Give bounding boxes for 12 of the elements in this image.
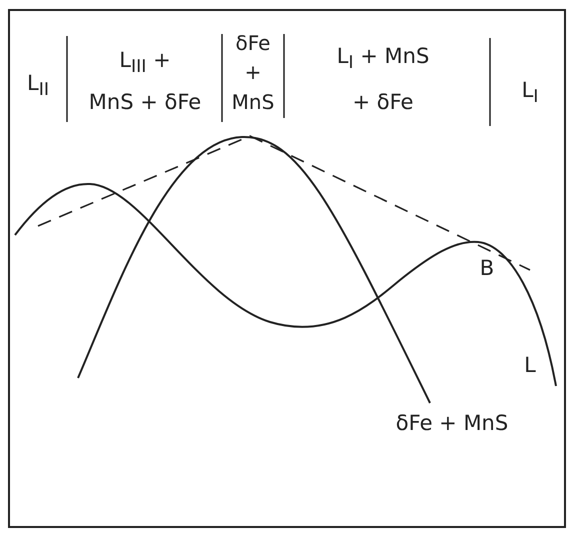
phase-label: + δFe <box>352 92 414 113</box>
phase-label: + <box>244 62 262 82</box>
phase-label: L <box>524 355 536 376</box>
phase-label: MnS + δFe <box>88 92 202 113</box>
phase-label: L$_{I}$ + MnS <box>336 46 430 73</box>
phase-label: L$_{II}$ <box>26 73 50 100</box>
phase-label: δFe + MnS <box>396 413 508 434</box>
phase-label: MnS <box>232 92 274 112</box>
phase-label: δFe <box>236 33 270 53</box>
phase-label: B <box>480 258 494 279</box>
phase-label: L$_{I}$ <box>522 80 538 107</box>
phase-label: L$_{III}$ + <box>119 50 171 77</box>
